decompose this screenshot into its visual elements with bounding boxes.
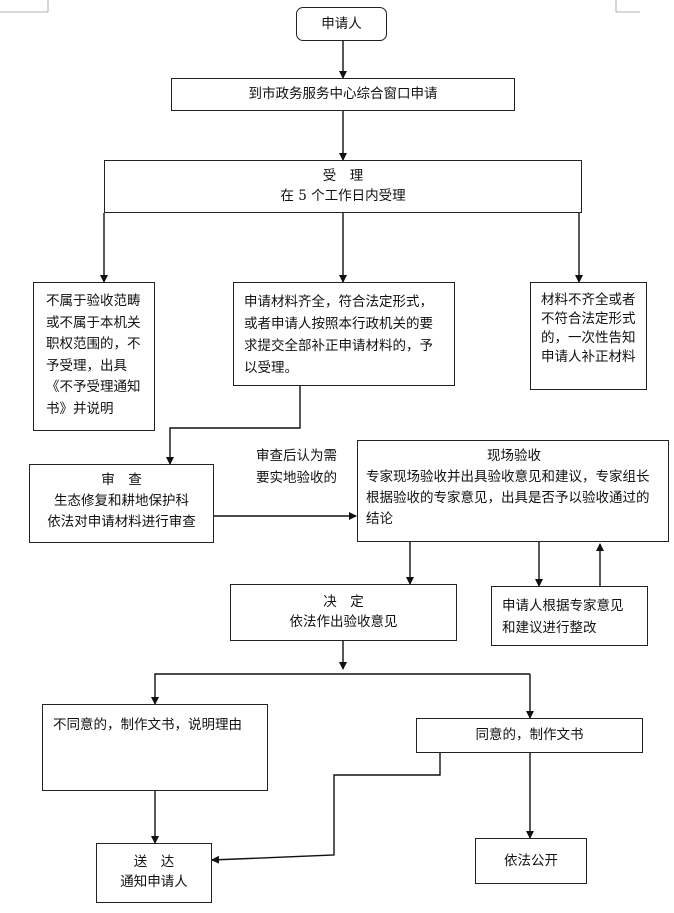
node-reject-scope: 不属于验收范畴或不属于本机关职权范围的，不予受理，出具《不予受理通知书》并说明 [33, 282, 155, 431]
node-inspect: 现场验收 专家现场验收并出具验收意见和建议，专家组长根据验收的专家意见，出具是否… [357, 440, 669, 542]
node-inspect-title: 现场验收 [487, 448, 541, 464]
node-agree-text: 同意的，制作文书 [475, 727, 584, 743]
node-publish: 依法公开 [475, 838, 587, 884]
node-reject-scope-text: 不属于验收范畴或不属于本机关职权范围的，不予受理，出具《不予受理通知书》并说明 [46, 293, 141, 417]
node-review: 审 查 生态修复和耕地保护科 依法对申请材料进行审查 [29, 464, 214, 543]
node-review-line1: 生态修复和耕地保护科 [54, 493, 189, 509]
node-decision-title: 决 定 [323, 594, 364, 610]
node-review-line2: 依法对申请材料进行审查 [47, 514, 196, 530]
node-rectify: 申请人根据专家意见 和建议进行整改 [491, 586, 648, 646]
node-incomplete-text: 材料不齐全或者不符合法定形式的，一次性告知申请人补正材料 [541, 292, 636, 365]
node-rectify-line1: 申请人根据专家意见 [502, 598, 624, 614]
node-accept-title: 受 理 [322, 168, 364, 184]
node-inspect-text: 专家现场验收并出具验收意见和建议，专家组长根据验收的专家意见，出具是否予以验收通… [366, 469, 650, 527]
node-rectify-line2: 和建议进行整改 [502, 620, 597, 636]
node-disagree: 不同意的，制作文书，说明理由 [42, 704, 268, 791]
node-applicant-label: 申请人 [321, 16, 362, 32]
node-publish-text: 依法公开 [504, 853, 558, 869]
node-decision: 决 定 依法作出验收意见 [230, 584, 457, 641]
node-incomplete: 材料不齐全或者不符合法定形式的，一次性告知申请人补正材料 [530, 282, 647, 390]
node-deliver: 送 达 通知申请人 [96, 843, 212, 903]
node-decision-subtitle: 依法作出验收意见 [289, 614, 398, 630]
node-complete: 申请材料齐全，符合法定形式，或者申请人按照本行政机关的要求提交全部补正申请材料的… [233, 282, 455, 386]
node-accept-subtitle: 在 5 个工作日内受理 [280, 188, 406, 204]
node-complete-text: 申请材料齐全，符合法定形式，或者申请人按照本行政机关的要求提交全部补正申请材料的… [244, 294, 433, 376]
side-note: 审查后认为需 要实地验收的 [256, 445, 356, 489]
node-agree: 同意的，制作文书 [416, 718, 643, 753]
node-review-title: 审 查 [101, 472, 142, 488]
node-deliver-subtitle: 通知申请人 [120, 874, 188, 890]
node-disagree-text: 不同意的，制作文书，说明理由 [53, 717, 242, 733]
node-apply-window: 到市政务服务中心综合窗口申请 [171, 78, 515, 111]
side-note-line2: 要实地验收的 [256, 470, 337, 486]
node-applicant: 申请人 [296, 7, 387, 41]
side-note-line1: 审查后认为需 [256, 448, 337, 464]
node-deliver-title: 送 达 [133, 854, 175, 870]
node-accept: 受 理 在 5 个工作日内受理 [104, 160, 582, 213]
node-apply-window-label: 到市政务服务中心综合窗口申请 [248, 86, 438, 102]
